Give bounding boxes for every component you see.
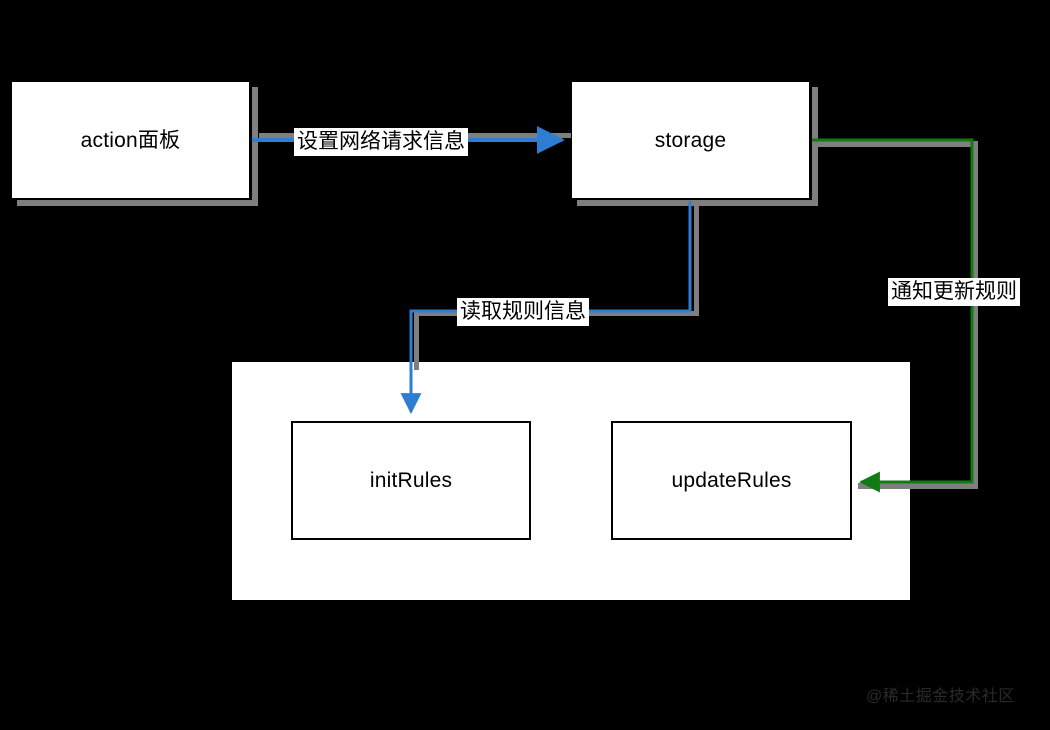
edge-shadow-green-vertical (972, 141, 978, 488)
edge-storage-to-update-rules (812, 138, 974, 493)
node-update-rules[interactable]: updateRules (611, 421, 852, 540)
node-update-rules-label: updateRules (671, 469, 792, 492)
node-action-panel[interactable]: action面板 (11, 81, 250, 199)
node-init-rules[interactable]: initRules (291, 421, 531, 540)
storage-shadow-right (812, 87, 818, 205)
node-init-rules-label: initRules (369, 469, 453, 492)
node-action-panel-label: action面板 (80, 128, 181, 152)
node-storage-label: storage (654, 128, 727, 152)
edge-label-notify-update-rules: 通知更新规则 (888, 278, 1020, 307)
edge-label-set-request-info: 设置网络请求信息 (294, 128, 468, 157)
watermark: @稀土掘金技术社区 (866, 688, 1015, 705)
action-panel-shadow-bottom (17, 200, 258, 206)
edge-shadow-green-top (818, 141, 978, 147)
edge-shadow-storage-down (694, 206, 699, 316)
storage-shadow-bottom (577, 200, 818, 206)
edge-shadow-green-bottom (858, 483, 978, 489)
edge-shadow-read-down (414, 316, 419, 370)
node-storage[interactable]: storage (571, 81, 810, 199)
action-panel-shadow-right (252, 87, 258, 205)
edge-label-read-rules-info: 读取规则信息 (457, 298, 589, 327)
